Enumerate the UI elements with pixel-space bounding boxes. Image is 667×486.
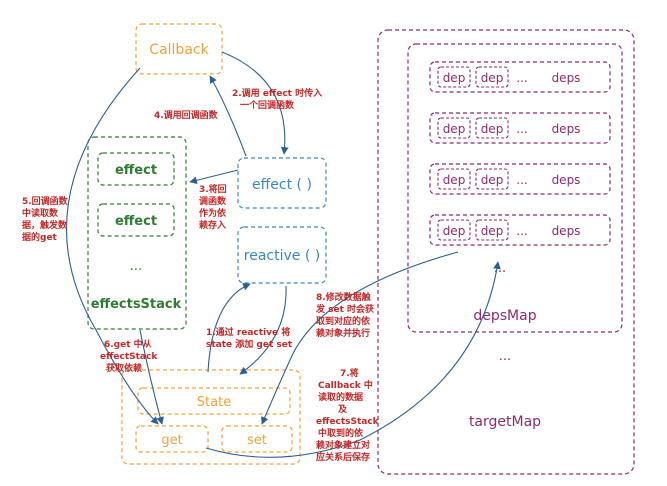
- dep-label: dep: [443, 173, 466, 187]
- note-3: 3.将回调函数作为依赖存入: [199, 183, 227, 231]
- effect-item-2-label: effect: [115, 214, 157, 229]
- dep-box: [475, 168, 509, 190]
- arrow-state-to-reactive: [207, 283, 251, 373]
- dep-label: dep: [481, 71, 504, 85]
- deps-label: deps: [552, 224, 581, 238]
- deps-label: deps: [552, 122, 581, 136]
- dep-ellipsis: ...: [516, 122, 527, 136]
- effect-function-label: effect ( ): [252, 177, 312, 193]
- effect-function-node: effect ( ): [237, 157, 327, 209]
- note-2: 2.调用 effect 时传入一个回调函数: [232, 87, 322, 111]
- deps-row-4: dep dep... deps: [429, 214, 611, 246]
- dep-box: [437, 66, 471, 88]
- dep-label: dep: [481, 122, 504, 136]
- dep-ellipsis: ...: [516, 71, 527, 85]
- deps-row-1: dep dep... deps: [429, 61, 611, 93]
- reactive-function-node: reactive ( ): [237, 226, 327, 284]
- set-box: [221, 425, 293, 453]
- dep-box: [475, 219, 509, 241]
- dep-box: [437, 219, 471, 241]
- arrow-get-to-deps: [205, 261, 501, 458]
- callback-node: Callback: [135, 23, 223, 75]
- note-8: 8.修改数据触发 set 时会获取到对应的依赖对象并执行: [315, 291, 374, 339]
- dep-box: [475, 66, 509, 88]
- arrows: [65, 51, 501, 458]
- deps-map-label: depsMap: [473, 308, 536, 324]
- effects-stack-label: effectsStack: [91, 297, 182, 312]
- dep-label: dep: [443, 122, 466, 136]
- note-5: 5.回调函数中读取数据，触发数据的get: [22, 195, 69, 243]
- deps-label: deps: [552, 71, 581, 85]
- state-label: State: [197, 395, 231, 410]
- arrow-effect-to-stack: [189, 169, 239, 185]
- note-4: 4.调用回调函数: [154, 109, 219, 121]
- get-box: [135, 425, 209, 453]
- dep-ellipsis: ...: [516, 173, 527, 187]
- deps-row-2: dep dep... deps: [429, 112, 611, 144]
- arrow-callback-to-get: [65, 67, 159, 425]
- target-map-ellipsis: ...: [499, 349, 511, 364]
- get-label: get: [161, 433, 182, 448]
- callback-label: Callback: [149, 42, 209, 58]
- arrow-stack-to-get: [139, 329, 164, 425]
- notes: 2.调用 effect 时传入一个回调函数 4.调用回调函数 3.将回调函数作为…: [22, 87, 380, 463]
- arrow-reactive-to-state: [239, 285, 287, 375]
- arrow-deps-to-set: [261, 251, 459, 425]
- arrow-callback-to-effect: [221, 51, 289, 155]
- dep-box: [437, 168, 471, 190]
- dep-box: [475, 117, 509, 139]
- dep-box: [437, 117, 471, 139]
- dep-label: dep: [481, 173, 504, 187]
- effect-item-2: [97, 203, 175, 237]
- effect-item-1: [97, 152, 175, 186]
- deps-label: deps: [552, 173, 581, 187]
- deps-row-3: dep dep... deps: [429, 163, 611, 195]
- arrow-effect-to-callback: [209, 75, 247, 157]
- dep-label: dep: [443, 224, 466, 238]
- effects-stack-ellipsis: ...: [130, 259, 142, 274]
- set-label: set: [247, 433, 267, 448]
- state-node: State get set: [121, 369, 301, 465]
- effect-item-1-label: effect: [115, 163, 157, 178]
- effects-stack: effect effect ... effectsStack: [87, 136, 187, 330]
- reactive-function-label: reactive ( ): [244, 248, 320, 264]
- dep-label: dep: [481, 224, 504, 238]
- dep-ellipsis: ...: [516, 224, 527, 238]
- target-map-label: targetMap: [469, 414, 541, 430]
- dep-label: dep: [443, 71, 466, 85]
